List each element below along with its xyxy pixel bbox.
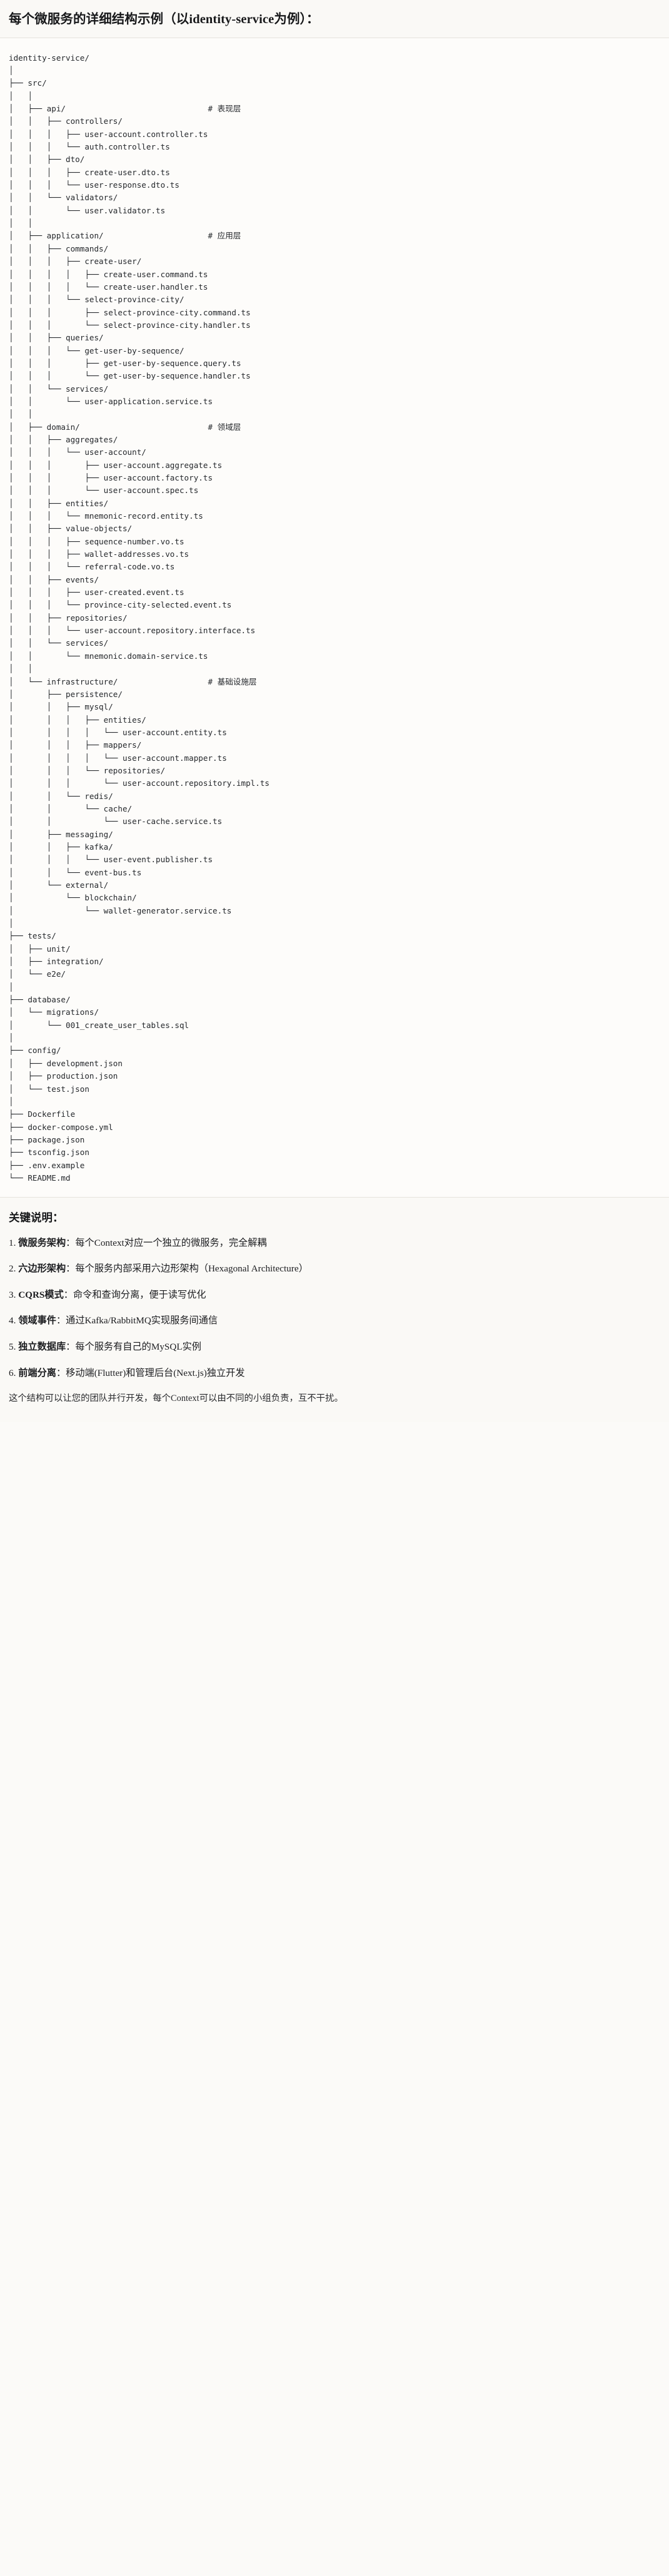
note-term: CQRS模式 <box>18 1289 64 1300</box>
key-notes-section: 关键说明： 微服务架构：每个Context对应一个独立的微服务，完全解耦 六边形… <box>0 1198 669 1423</box>
note-desc: ：通过Kafka/RabbitMQ实现服务间通信 <box>56 1315 218 1326</box>
note-term: 六边形架构 <box>18 1263 66 1275</box>
closing-paragraph: 这个结构可以让您的团队并行开发，每个Context可以由不同的小组负责，互不干扰… <box>9 1393 343 1404</box>
page-root: 每个微服务的详细结构示例（以identity-service为例）： ident… <box>0 0 669 1422</box>
note-desc: ：每个服务内部采用六边形架构（Hexagonal Architecture） <box>66 1263 308 1275</box>
note-desc: ：每个服务有自己的MySQL实例 <box>66 1341 201 1353</box>
list-item: 独立数据库：每个服务有自己的MySQL实例 <box>9 1340 660 1355</box>
heading-section: 每个微服务的详细结构示例（以identity-service为例）： <box>0 0 669 38</box>
note-desc: ：移动端(Flutter)和管理后台(Next.js)独立开发 <box>56 1367 245 1378</box>
directory-tree-section: identity-service/ │ ├── src/ │ │ │ ├── a… <box>0 38 669 1198</box>
note-desc: ：每个Context对应一个独立的微服务，完全解耦 <box>66 1237 267 1248</box>
note-term: 独立数据库 <box>18 1341 66 1353</box>
directory-tree: identity-service/ │ ├── src/ │ │ │ ├── a… <box>9 53 270 1183</box>
key-notes-title: 关键说明： <box>9 1211 64 1224</box>
list-item: 前端分离：移动端(Flutter)和管理后台(Next.js)独立开发 <box>9 1366 660 1381</box>
list-item: 六边形架构：每个服务内部采用六边形架构（Hexagonal Architectu… <box>9 1261 660 1276</box>
list-item: 领域事件：通过Kafka/RabbitMQ实现服务间通信 <box>9 1313 660 1328</box>
note-term: 领域事件 <box>18 1315 56 1326</box>
list-item: CQRS模式：命令和查询分离，便于读写优化 <box>9 1288 660 1303</box>
note-term: 微服务架构 <box>18 1237 66 1248</box>
note-term: 前端分离 <box>18 1367 56 1378</box>
page-title: 每个微服务的详细结构示例（以identity-service为例）： <box>9 13 319 26</box>
note-desc: ：命令和查询分离，便于读写优化 <box>63 1289 206 1300</box>
key-notes-list: 微服务架构：每个Context对应一个独立的微服务，完全解耦 六边形架构：每个服… <box>9 1236 660 1380</box>
list-item: 微服务架构：每个Context对应一个独立的微服务，完全解耦 <box>9 1236 660 1251</box>
